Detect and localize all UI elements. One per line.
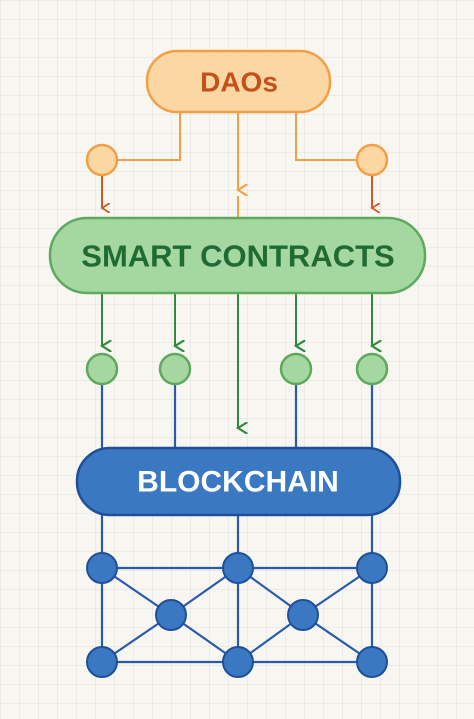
green-node-1	[85, 352, 119, 386]
network-node-bottom-right	[356, 646, 388, 678]
blockchain-network-edges	[100, 515, 374, 664]
smart-contract-connectors	[102, 293, 372, 428]
network-node-top-left	[86, 552, 118, 584]
orange-node-left	[85, 143, 119, 177]
dao-connector-right	[295, 112, 356, 161]
blockchain-network-nodes	[86, 552, 388, 678]
smart-contracts-label: SMART CONTRACTS	[81, 239, 394, 274]
network-node-top-center	[222, 552, 254, 584]
network-node-top-right	[356, 552, 388, 584]
dao-connectors	[102, 112, 372, 218]
orange-node-right	[355, 143, 389, 177]
blockchain-node: BLOCKCHAIN	[75, 446, 402, 517]
daos-node: DAOs	[145, 49, 332, 114]
dao-connector-left	[118, 112, 181, 161]
network-node-bottom-left	[86, 646, 118, 678]
network-node-mid-right	[287, 599, 319, 631]
smart-contracts-node: SMART CONTRACTS	[48, 216, 427, 295]
green-node-2	[158, 352, 192, 386]
network-node-mid-left	[155, 599, 187, 631]
green-node-4	[355, 352, 389, 386]
daos-label: DAOs	[200, 67, 278, 98]
network-node-bottom-center	[222, 646, 254, 678]
blockchain-label: BLOCKCHAIN	[137, 466, 339, 499]
green-node-3	[279, 352, 313, 386]
green-to-blockchain-lines	[100, 385, 374, 448]
